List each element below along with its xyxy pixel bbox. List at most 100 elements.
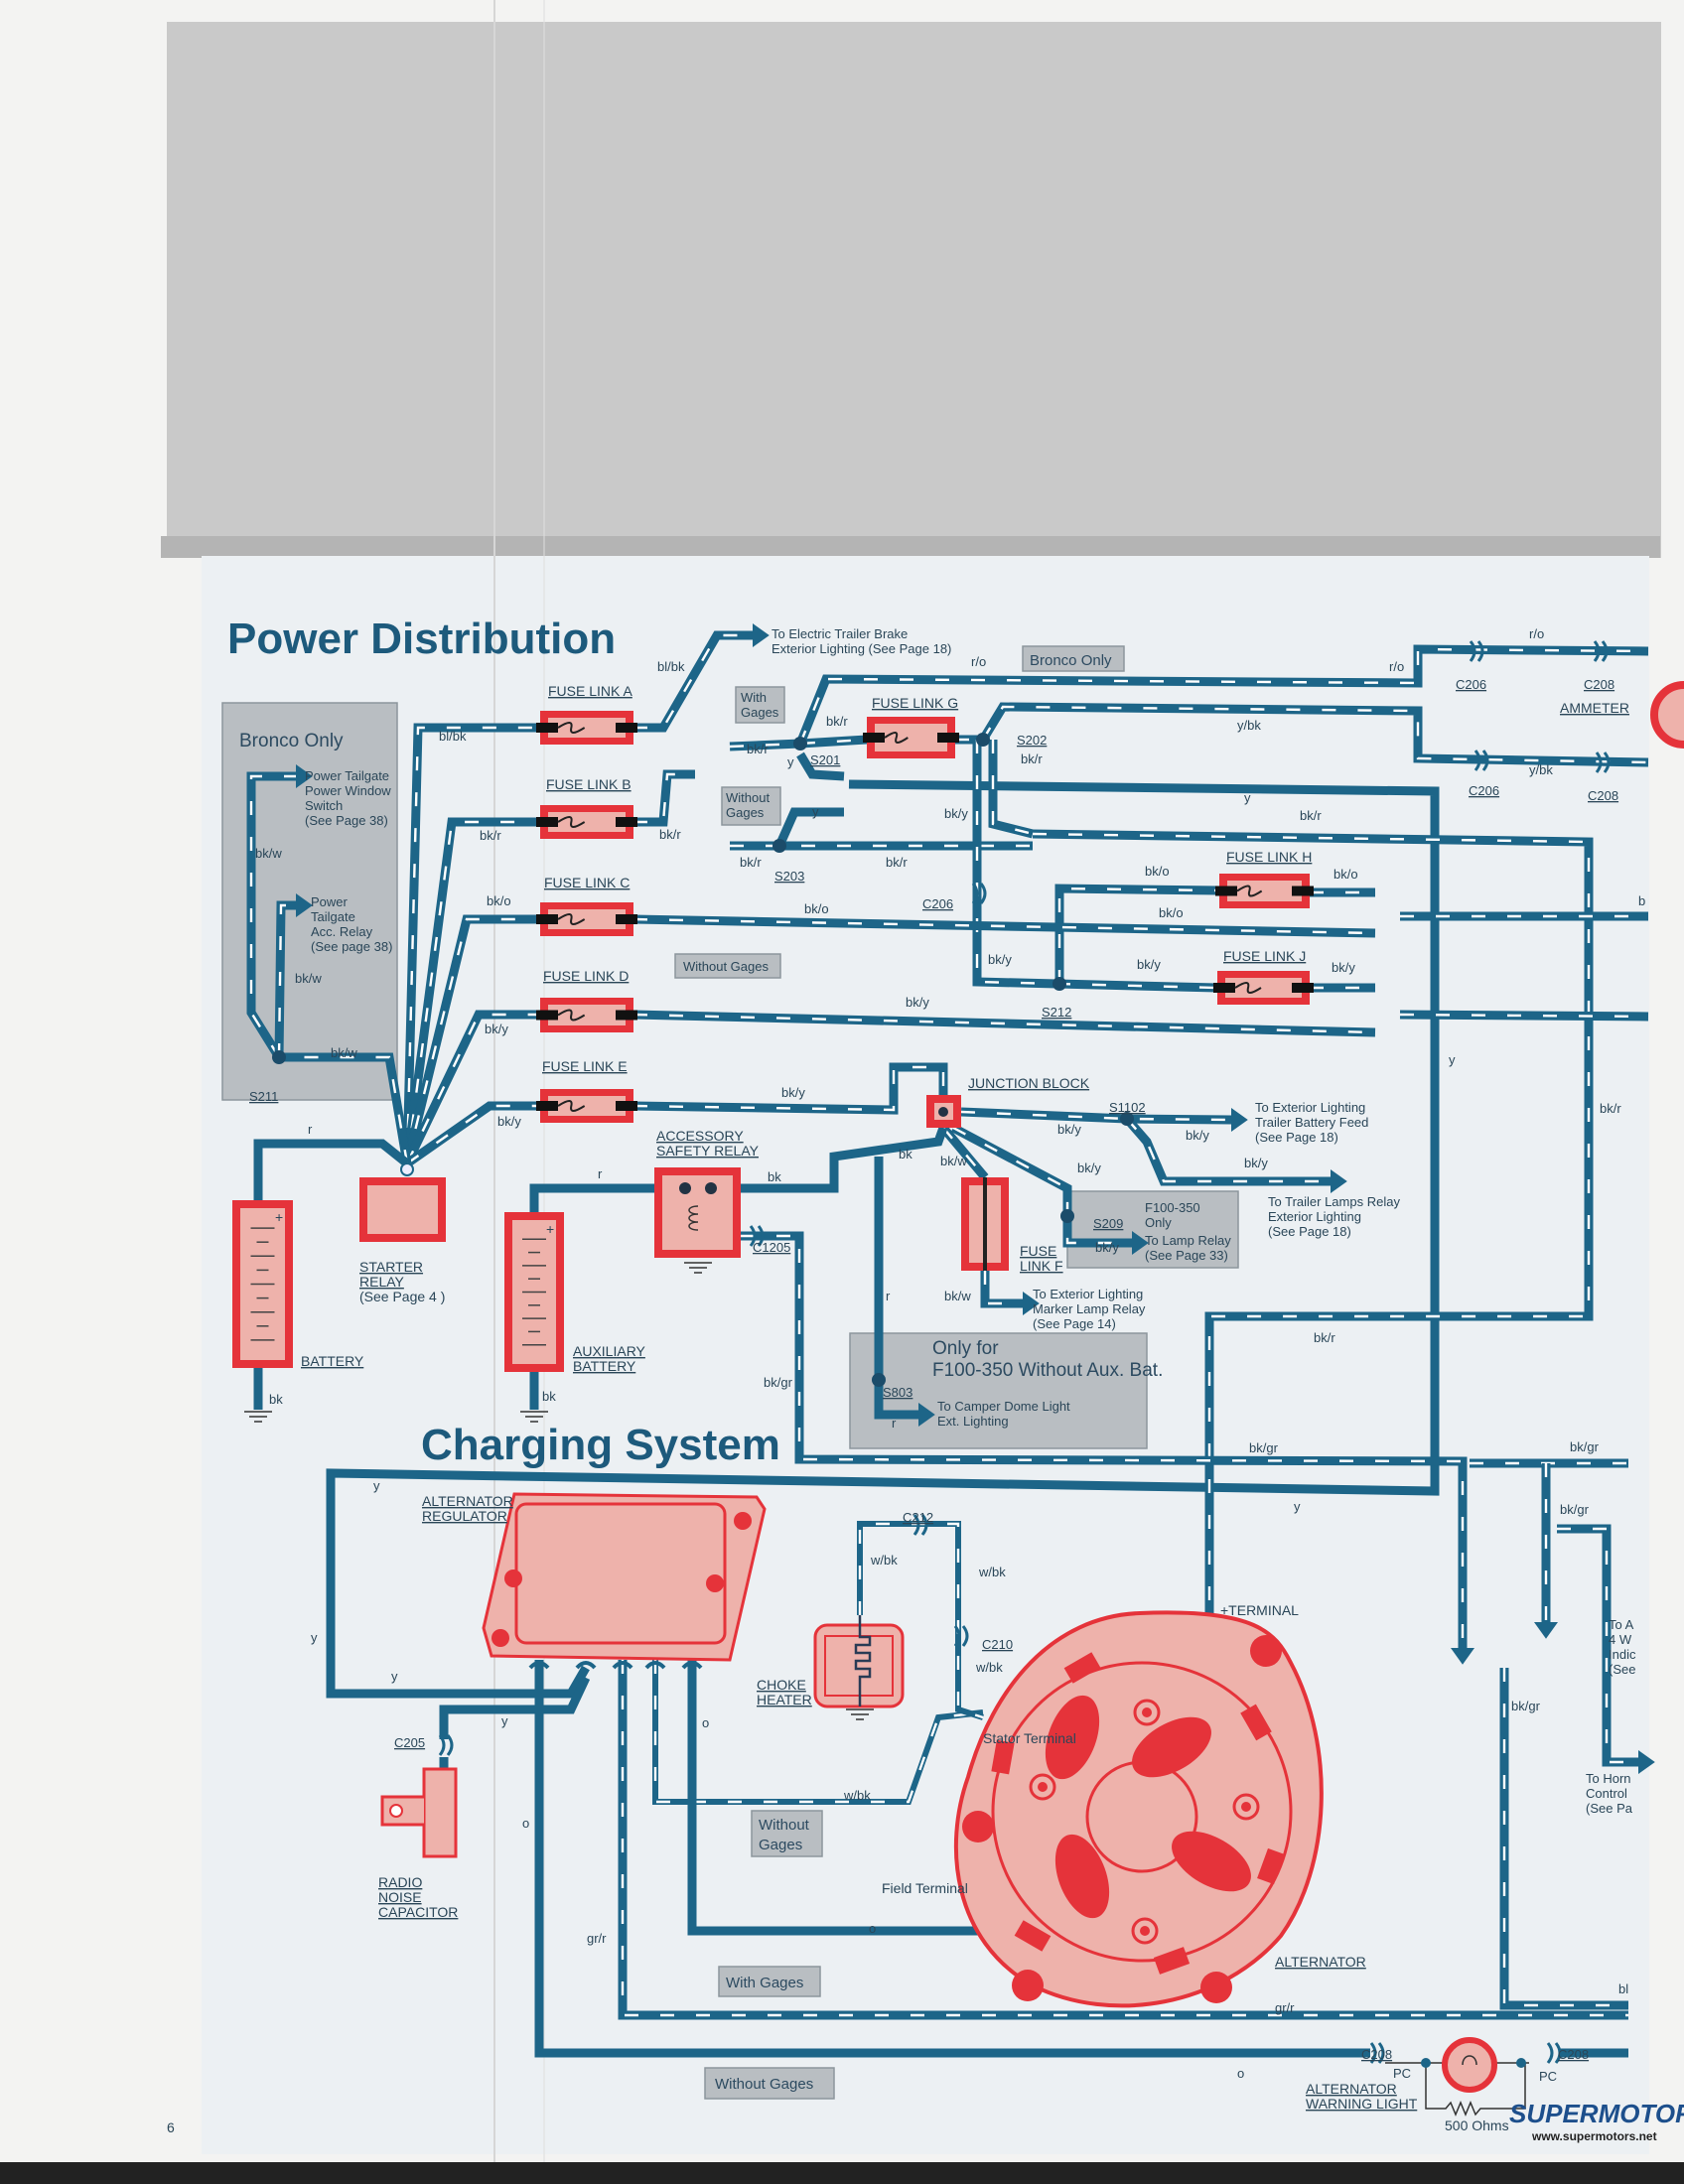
wire-color-code: bk/r bbox=[1300, 808, 1322, 823]
marker-lamp-note: Marker Lamp Relay bbox=[1033, 1301, 1146, 1316]
wire-stripe bbox=[632, 1013, 1376, 1034]
fuse-element-icon bbox=[557, 1100, 586, 1112]
fuse-link-g bbox=[863, 717, 959, 758]
heater-element-icon bbox=[854, 1615, 872, 1706]
wire-stripe bbox=[1399, 1013, 1649, 1019]
wire-color-code: bk/y bbox=[1077, 1160, 1101, 1175]
splice-label: S211 bbox=[249, 1089, 278, 1104]
wire-color-code: bk/o bbox=[1159, 905, 1184, 920]
wire-color-code: bk/gr bbox=[1560, 1502, 1590, 1517]
wire-color-code: y bbox=[1449, 1052, 1456, 1067]
bronco-only-tag-text: Bronco Only bbox=[1030, 652, 1112, 669]
connector-label: C206 bbox=[1456, 677, 1486, 692]
regulator-terminal-icon bbox=[644, 1661, 666, 1670]
alternator bbox=[953, 1610, 1324, 2008]
stator-terminal-label: Stator Terminal bbox=[983, 1730, 1076, 1746]
ammeter-label: AMMETER bbox=[1560, 700, 1629, 716]
regulator-terminal-icon bbox=[528, 1661, 550, 1670]
wire-color-code: y bbox=[1244, 790, 1251, 805]
starter-relay bbox=[359, 1177, 446, 1242]
horn-note: Control bbox=[1586, 1786, 1627, 1801]
splice-dot-icon bbox=[793, 737, 807, 751]
wire-color-code: bk/r bbox=[480, 828, 501, 843]
choke-heater bbox=[813, 1615, 905, 1708]
splice-label: S212 bbox=[1042, 1005, 1071, 1020]
wire-color-code: bk/y bbox=[497, 1114, 521, 1129]
wire-color-code: r bbox=[598, 1166, 603, 1181]
fuse-link-a-label: FUSE LINK A bbox=[548, 683, 632, 699]
junction-block bbox=[926, 1095, 961, 1128]
four-wd-note: To A bbox=[1609, 1617, 1634, 1632]
wire-color-code: bk/y bbox=[1244, 1156, 1268, 1170]
accessory-safety-relay bbox=[654, 1167, 741, 1258]
wire bbox=[687, 1660, 978, 1936]
radio-noise-capacitor-label: NOISE bbox=[378, 1889, 422, 1905]
positive-terminal-icon: + bbox=[275, 1209, 283, 1225]
splice-dot-icon bbox=[1060, 1209, 1074, 1223]
with-gages-top-text: With bbox=[741, 690, 767, 705]
bulb-icon bbox=[1442, 2037, 1497, 2093]
fuse-link-f-label: LINK F bbox=[1020, 1258, 1063, 1274]
choke-heater-label: CHOKE bbox=[757, 1677, 806, 1693]
lamp-relay-note: (See Page 33) bbox=[1145, 1248, 1228, 1263]
wire-color-code: y bbox=[501, 1713, 508, 1728]
wire-arrow-icon bbox=[1231, 1108, 1248, 1132]
accessory-safety-relay-label: SAFETY RELAY bbox=[656, 1143, 760, 1159]
connector-icon bbox=[912, 1514, 928, 1536]
splice-label: S803 bbox=[883, 1385, 912, 1400]
connector-icon bbox=[438, 1734, 454, 1756]
splice-dot-icon bbox=[272, 1050, 286, 1064]
connector-icon bbox=[1369, 2042, 1385, 2064]
splice-label: S203 bbox=[774, 869, 804, 884]
wire-color-code: y bbox=[1294, 1499, 1301, 1514]
ground-icon bbox=[244, 1411, 272, 1423]
junction-block-label: JUNCTION BLOCK bbox=[968, 1075, 1090, 1091]
wire-color-code: y/bk bbox=[1529, 762, 1553, 777]
wire-stripe bbox=[621, 1660, 1628, 2017]
wire-color-code: bk bbox=[269, 1392, 283, 1407]
connector-label: C210 bbox=[982, 1637, 1013, 1652]
only-for-box bbox=[849, 1332, 1148, 1449]
wire-stripe bbox=[991, 740, 1034, 836]
wire-color-code: bk/y bbox=[1095, 1240, 1119, 1255]
relay-coil-icon bbox=[688, 1205, 699, 1231]
wire-arrow-icon bbox=[1534, 1622, 1558, 1639]
wire bbox=[796, 751, 845, 781]
wire-color-code: r/o bbox=[1389, 659, 1404, 674]
wire-stripe bbox=[632, 1065, 945, 1112]
connector-icon bbox=[1595, 751, 1611, 773]
trailer-battery-feed-note: To Exterior Lighting bbox=[1255, 1100, 1365, 1115]
connector-label: C205 bbox=[394, 1735, 425, 1750]
splice-label: S209 bbox=[1093, 1216, 1123, 1231]
wire-stripe bbox=[277, 903, 296, 1058]
starter-relay-label: RELAY bbox=[359, 1274, 405, 1290]
wire-color-code: bk/o bbox=[487, 893, 511, 908]
trailer-brake-note: To Electric Trailer Brake bbox=[772, 626, 908, 641]
fuse-link-h bbox=[1215, 874, 1314, 908]
section-title-charging-system: Charging System bbox=[421, 1421, 780, 1469]
only-for-text: Only for bbox=[932, 1338, 999, 1359]
wire-color-code: y bbox=[311, 1630, 318, 1645]
battery-label: BATTERY bbox=[301, 1353, 364, 1369]
wire-stripe bbox=[1126, 1118, 1331, 1183]
connector-icon bbox=[953, 1625, 969, 1647]
tailgate-window-note: Power Window bbox=[305, 783, 391, 798]
wire-color-code: bk/y bbox=[1057, 1122, 1081, 1137]
with-gages-top-text: Gages bbox=[741, 705, 779, 720]
regulator-terminal-icon bbox=[612, 1661, 633, 1670]
wire-color-code: bk/y bbox=[781, 1085, 805, 1100]
fuse-link-a bbox=[536, 711, 637, 745]
trailer-lamps-note: (See Page 18) bbox=[1268, 1224, 1351, 1239]
alternator-warning-light-label: WARNING LIGHT bbox=[1306, 2096, 1418, 2112]
wire bbox=[633, 769, 695, 827]
without-gages-mid-box bbox=[674, 953, 781, 979]
without-gages-bottom-box bbox=[704, 2067, 835, 2100]
horn-note: To Horn bbox=[1586, 1771, 1631, 1786]
wire-color-code: bk/o bbox=[1333, 867, 1358, 882]
wire-stripe bbox=[981, 705, 1649, 764]
wire-color-code: r/o bbox=[971, 654, 986, 669]
connector-icon bbox=[1593, 640, 1609, 662]
fuse-element-icon bbox=[1234, 982, 1262, 994]
